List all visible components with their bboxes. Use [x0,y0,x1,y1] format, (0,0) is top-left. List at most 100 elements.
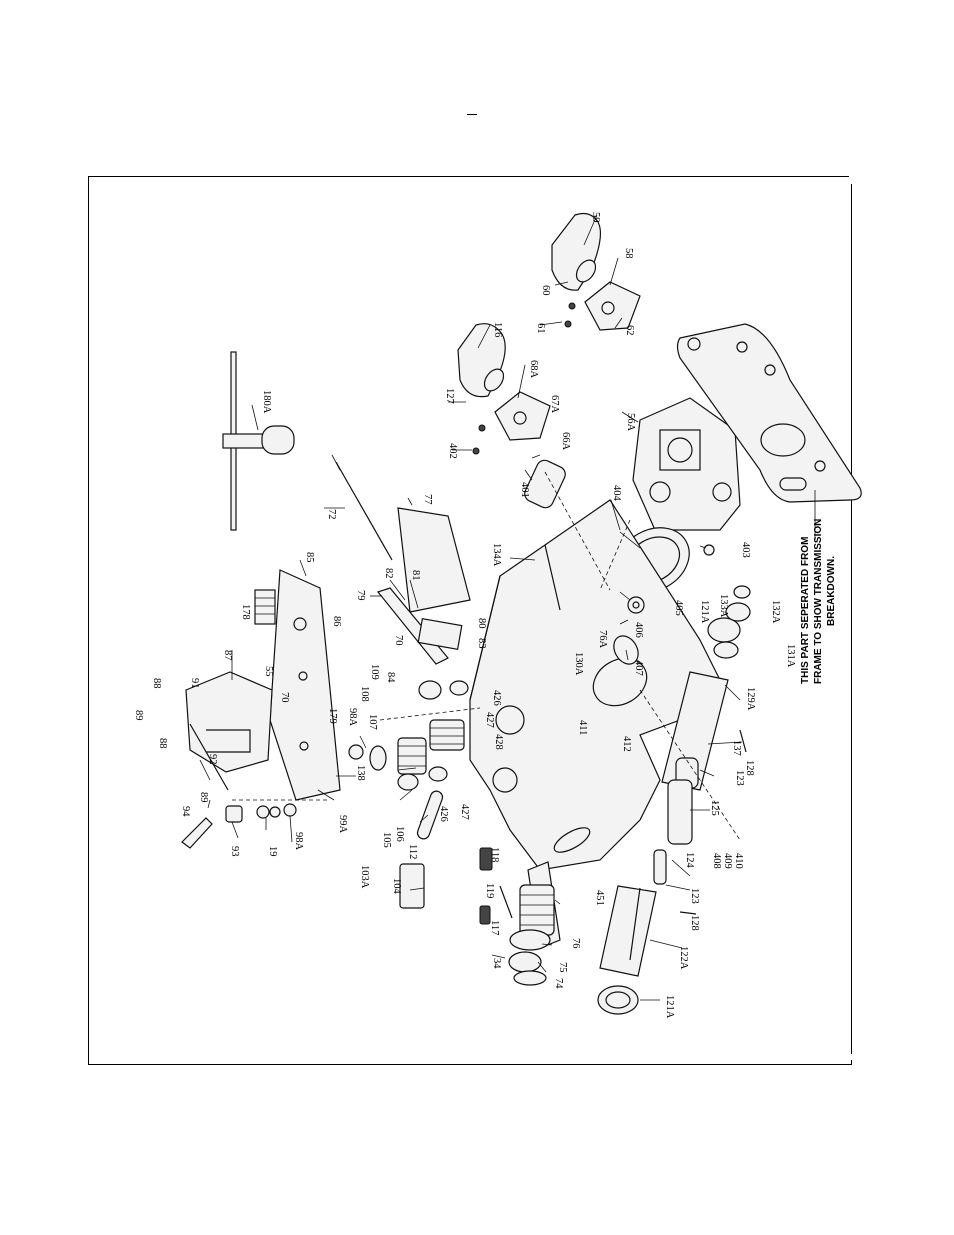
part-label: 407 [633,660,644,676]
part-label: 107 [367,714,378,730]
part-label: 427 [459,804,470,820]
part-label: 124 [684,852,695,869]
part-label: 98A [347,708,358,727]
part-label: 89 [198,792,209,803]
transmission-note: THIS PART SEPERATED FROM FRAME TO SHOW T… [800,519,837,684]
part-label: 404 [611,485,622,502]
part-label: 106 [394,826,405,842]
part-label: 85 [304,552,315,563]
motor-59 [551,212,602,291]
part-label: 137 [731,740,742,756]
part-label: 68A [528,360,539,379]
part-label: 134A [491,543,502,567]
part-label: 75 [557,962,568,973]
part-label: 74 [553,978,564,989]
part-label: 94 [180,806,191,817]
part-label: 121A [664,995,675,1019]
part-label: 401 [519,482,530,498]
drum-451 [519,861,561,949]
note-line-3: BREAKDOWN. [826,556,837,626]
part-label: 92 [207,754,218,765]
bracket-68A [472,391,551,455]
chute-87 [185,671,273,773]
gearbox-56A [632,397,741,531]
part-label: 116 [492,322,503,337]
grate-178 [254,589,276,625]
part-label: 128 [744,760,755,776]
part-label: 426 [491,690,502,706]
note-line-1: THIS PART SEPERATED FROM [800,537,811,684]
gear-stack [418,680,469,782]
part-label: 123 [689,888,700,904]
motor-116 [457,323,506,398]
header-mark [467,114,477,115]
leader-lines [199,214,743,1001]
part-label: 427 [484,712,495,728]
part-label: 180A [261,390,272,414]
part-label: 55 [263,666,274,677]
part-label: 99A [337,815,348,834]
part-label: 118 [489,847,500,862]
part-label: 88 [157,738,168,749]
part-label: 125 [709,800,720,816]
part-label: 89 [133,710,144,721]
part-label: 411 [577,720,588,735]
part-label: 86 [331,616,342,627]
part-label: 19 [267,846,278,857]
part-label: 130A [573,652,584,676]
part-label: 105 [381,832,392,848]
part-label: 119 [484,883,495,898]
part-label: 103A [359,865,370,889]
part-label: 412 [621,736,632,752]
bracket-58 [564,281,641,331]
part-label: 179 [327,708,338,724]
cover-plate-77 [397,507,471,613]
part-label: 87 [222,650,233,661]
part-label: 408 [711,853,722,869]
part-label: 76A [597,630,608,649]
part-label: 112 [407,844,418,859]
part-label: 83 [476,638,487,649]
part-label: 451 [594,890,605,906]
mounting-plate [676,323,862,503]
part-label: 133A [718,594,729,618]
part-label: 426 [438,806,449,822]
shaft-assembly [597,671,729,1015]
part-label: 91 [189,678,200,689]
t-handle-wrench [222,351,295,531]
part-label: 406 [633,622,644,638]
part-label: 410 [733,853,744,869]
part-label: 405 [673,600,684,616]
part-label: 61 [535,323,546,334]
part-label: 403 [740,542,751,558]
diagram-frame [88,176,852,1065]
part-label: 59 [590,212,601,223]
part-label: 108 [359,686,370,702]
part-label: 66A [560,432,571,451]
part-label: 93 [229,846,240,857]
part-label: 123 [734,770,745,786]
top-plate-85 [269,569,341,801]
part-label: 77 [422,494,433,505]
part-label: 58 [623,248,634,259]
part-label: 76 [570,938,581,949]
part-label: 428 [493,734,504,750]
note-line-2: FRAME TO SHOW TRANSMISSION [813,519,824,684]
part-label: 84 [385,672,396,683]
dashed-assembly-lines [232,471,741,841]
part-label: 56A [625,413,636,432]
part-label: 402 [447,443,458,459]
part-label: 104 [391,878,402,895]
part-label: 409 [722,853,733,869]
part-label: 122A [678,946,689,970]
part-label: 138 [355,765,366,781]
part-label: 70 [279,692,290,703]
rollers [348,737,444,840]
part-label: 62 [624,325,635,336]
part-label: 131A [785,644,796,668]
part-label: 117 [489,920,500,935]
part-label: 70 [393,635,404,646]
part-label: 80 [476,618,487,629]
springs [399,847,513,925]
